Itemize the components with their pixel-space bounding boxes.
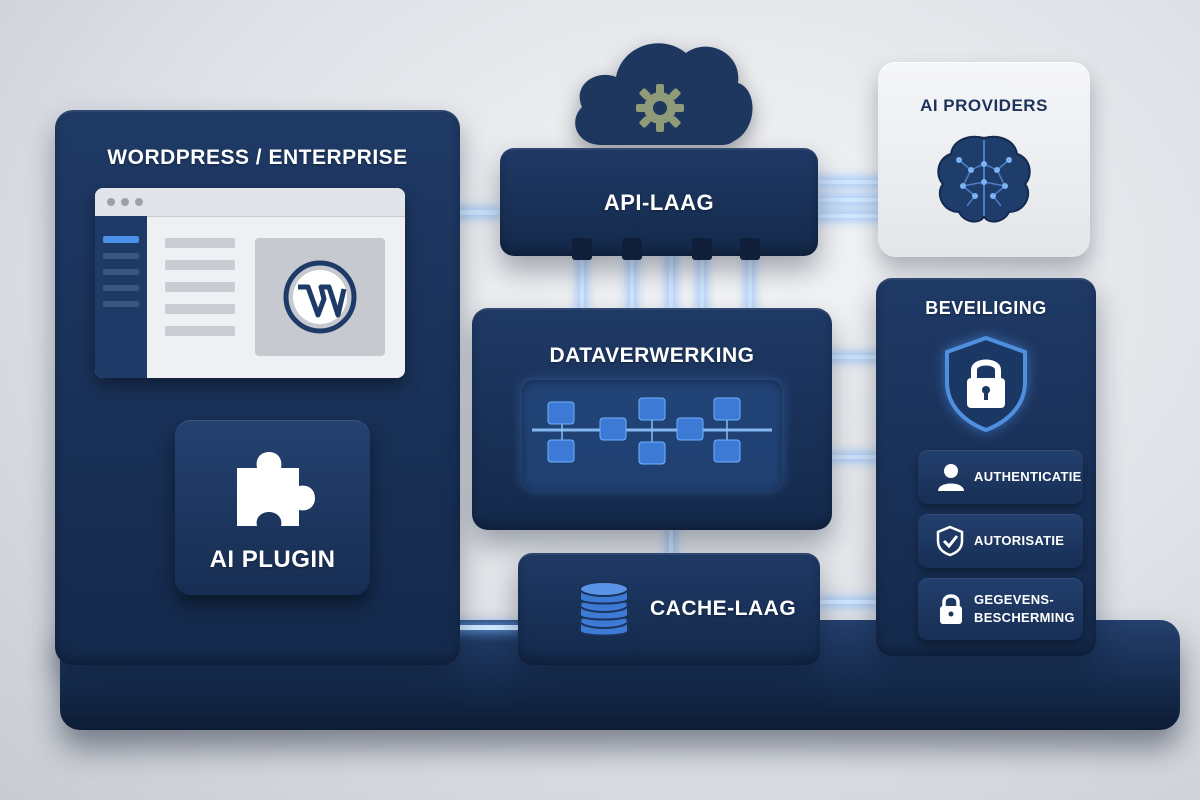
wordpress-enterprise-panel: WORDPRESS / ENTERPRISE <box>55 110 460 665</box>
api-port <box>572 238 592 260</box>
data-flow-tray <box>522 380 782 490</box>
cache-layer-label: CACHE-LAAG <box>650 597 797 620</box>
data-protection-label-line2: BESCHERMING <box>974 610 1075 625</box>
user-icon <box>938 464 964 491</box>
api-port <box>692 238 712 260</box>
api-port <box>740 238 760 260</box>
window-dot <box>135 198 143 206</box>
security-panel: BEVEILIGING AUTHENTICATIE AUTORISATIE GE… <box>876 278 1096 656</box>
browser-sidebar <box>95 216 147 378</box>
puzzle-piece-icon <box>237 452 315 526</box>
shield-check-icon <box>936 525 964 557</box>
data-protection-item: GEGEVENS- BESCHERMING <box>918 578 1083 640</box>
browser-titlebar <box>95 188 405 217</box>
window-dot <box>107 198 115 206</box>
gear-icon <box>636 84 684 132</box>
data-protection-label-line1: GEGEVENS- <box>974 592 1054 607</box>
authorization-item: AUTORISATIE <box>918 514 1083 568</box>
wordpress-enterprise-title: WORDPRESS / ENTERPRISE <box>107 146 408 169</box>
database-icon <box>579 581 629 637</box>
shield-lock-icon <box>945 335 1027 433</box>
security-title: BEVEILIGING <box>925 298 1047 318</box>
api-layer-label: API-LAAG <box>603 190 715 215</box>
ai-plugin-label: AI PLUGIN <box>209 546 336 573</box>
wordpress-logo-icon <box>283 260 357 334</box>
authentication-label: AUTHENTICATIE <box>974 469 1082 484</box>
authentication-item: AUTHENTICATIE <box>918 450 1083 504</box>
ai-providers-panel: AI PROVIDERS <box>878 62 1090 257</box>
window-dot <box>121 198 129 206</box>
ai-providers-label: AI PROVIDERS <box>920 96 1048 115</box>
authorization-label: AUTORISATIE <box>974 533 1065 548</box>
brain-icon <box>937 135 1031 223</box>
data-blocks-icon <box>532 397 772 465</box>
api-port <box>622 238 642 260</box>
browser-window <box>95 188 405 378</box>
api-layer-panel: API-LAAG <box>500 148 818 256</box>
ai-plugin-card: AI PLUGIN <box>175 420 370 595</box>
data-processing-panel: DATAVERWERKING <box>472 308 832 530</box>
content-image-area <box>255 238 385 356</box>
cache-layer-panel: CACHE-LAAG <box>518 553 820 665</box>
data-processing-label: DATAVERWERKING <box>549 344 755 367</box>
content-lines <box>165 238 235 336</box>
padlock-icon <box>940 594 962 624</box>
